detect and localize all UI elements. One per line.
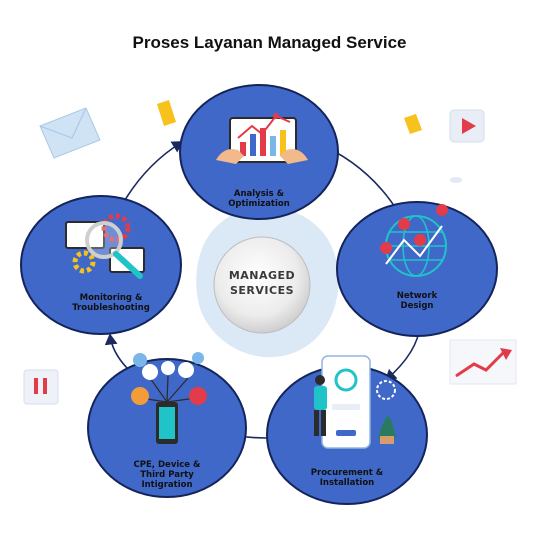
decor-dot xyxy=(450,177,462,183)
label-analysis-line2: Optimization xyxy=(228,199,290,209)
label-monitoring-line2: Troubleshooting xyxy=(72,303,150,313)
label-network-line1: Network xyxy=(396,291,438,301)
label-procurement-line2: Installation xyxy=(319,478,375,488)
label-monitoring-line1: Monitoring & xyxy=(79,293,143,303)
analytics-screen-icon xyxy=(216,113,308,164)
trend-chart-icon xyxy=(449,339,517,385)
label-cpe-line1: CPE, Device & xyxy=(133,460,201,470)
monitor-gear-magnifier-icon xyxy=(65,213,145,279)
center-label: MANAGED SERVICES xyxy=(222,268,302,298)
page-title: Proses Layanan Managed Service xyxy=(132,33,407,52)
yellow-chip-icon xyxy=(404,114,422,134)
label-cpe: CPE, Device & Third Party Intigration xyxy=(117,460,217,490)
label-cpe-line3: Intigration xyxy=(141,480,193,490)
label-analysis: Analysis & Optimization xyxy=(209,189,309,209)
envelope-icon xyxy=(39,107,101,159)
center-label-line2: SERVICES xyxy=(229,284,295,297)
label-analysis-line1: Analysis & xyxy=(233,189,285,199)
node-monitoring xyxy=(20,195,182,335)
label-network: Network Design xyxy=(367,291,467,311)
label-procurement: Procurement & Installation xyxy=(297,468,397,488)
play-video-icon xyxy=(449,109,485,143)
yellow-note-icon xyxy=(157,100,176,126)
label-network-line2: Design xyxy=(400,301,434,311)
smartphone-integration-icon xyxy=(131,352,207,444)
arrow-cpe-to-monitoring xyxy=(104,333,128,369)
label-procurement-line1: Procurement & xyxy=(310,468,384,478)
center-label-line1: MANAGED xyxy=(228,269,296,282)
arrow-monitoring-to-analysis xyxy=(121,141,184,206)
node-network xyxy=(336,201,498,337)
globe-network-icon xyxy=(380,204,449,277)
install-person-icon xyxy=(314,355,396,449)
label-monitoring: Monitoring & Troubleshooting xyxy=(56,293,166,313)
label-cpe-line2: Third Party xyxy=(140,470,194,480)
alert-card-icon xyxy=(23,369,59,405)
center-circle xyxy=(213,236,311,334)
